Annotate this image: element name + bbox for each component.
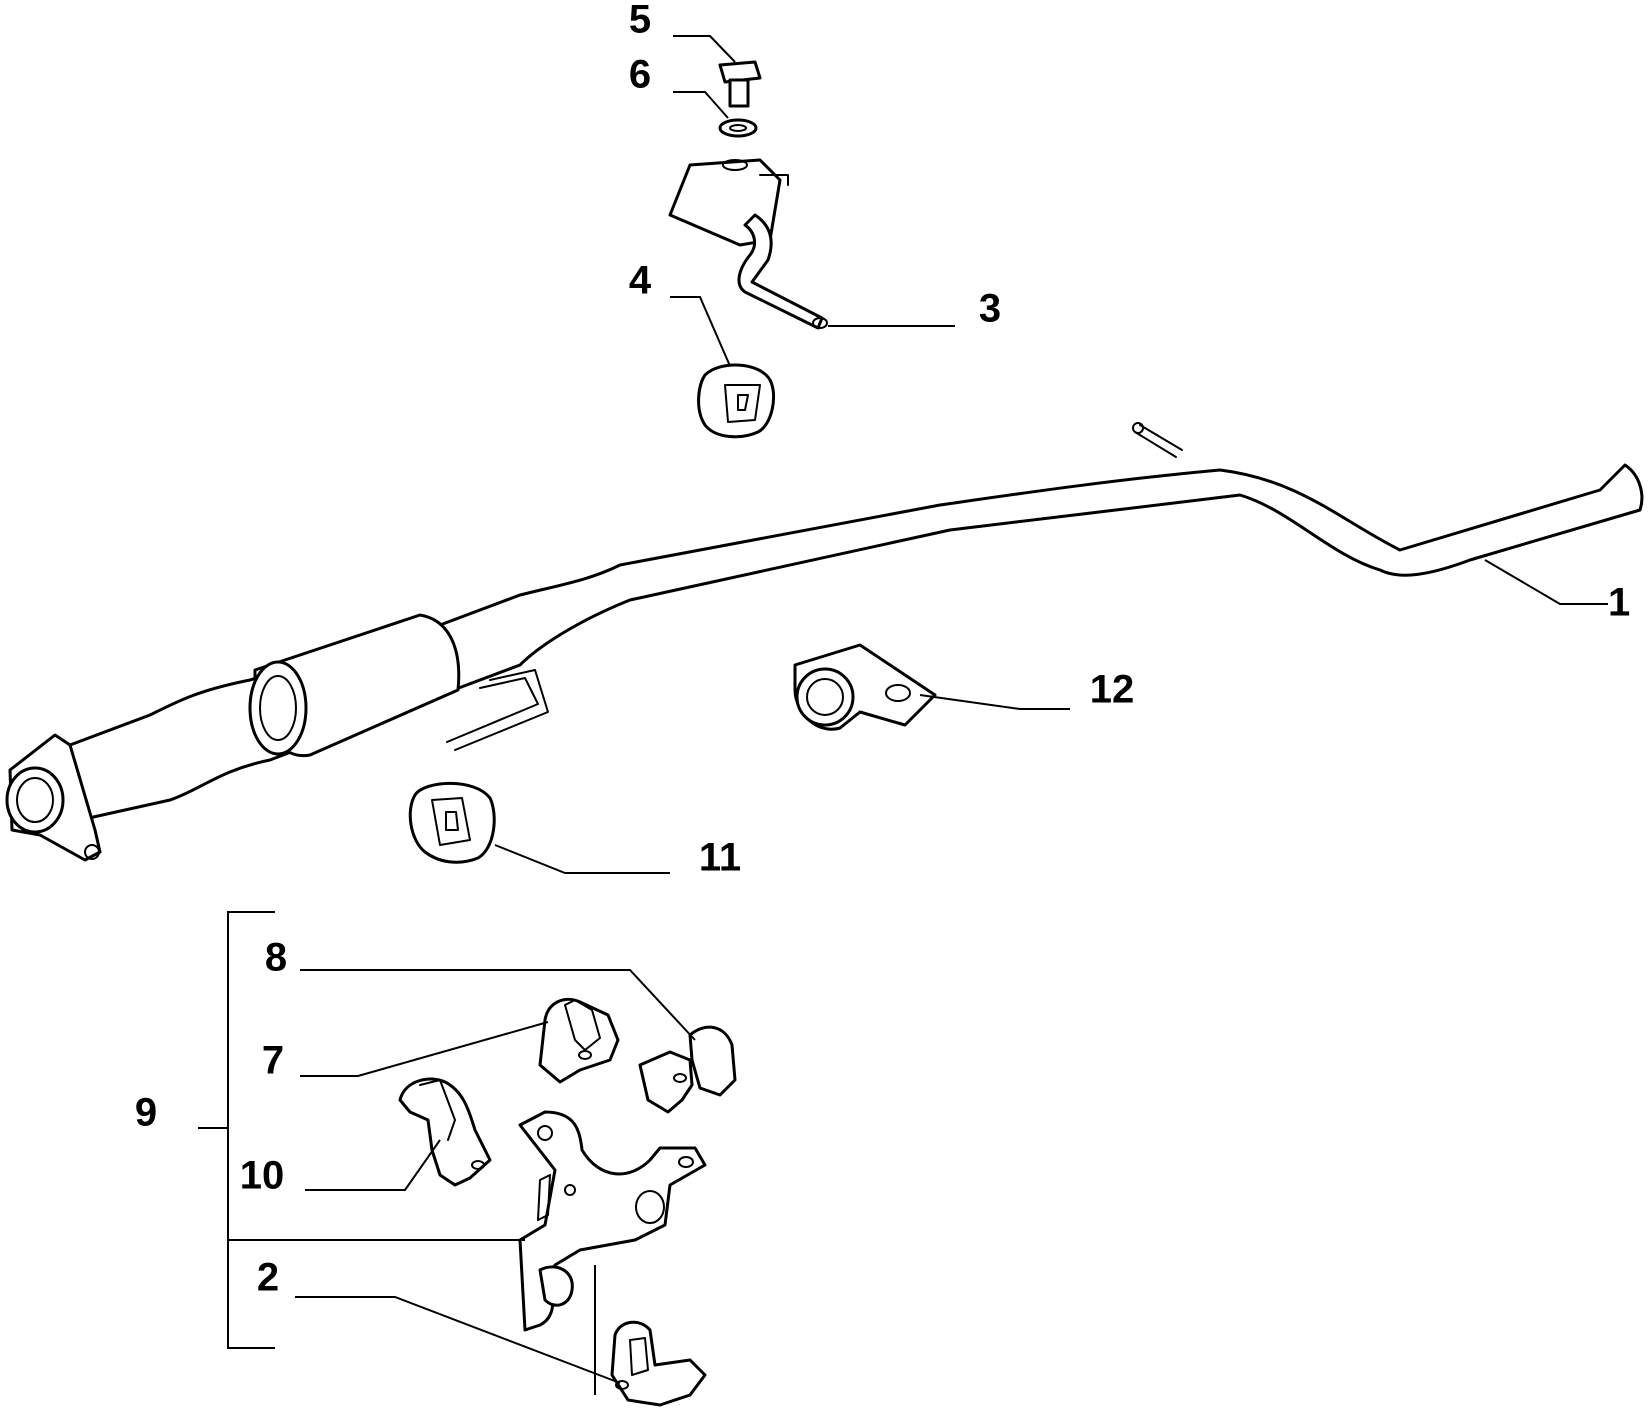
part-6-washer[interactable] [718, 118, 758, 138]
part-2-clip[interactable] [610, 1320, 707, 1407]
leader-5 [673, 35, 736, 63]
callout-9: 9 [135, 1091, 157, 1135]
leader-11 [494, 844, 670, 874]
group-9-bracket-line [227, 911, 275, 1349]
callout-5: 5 [629, 0, 651, 42]
leader-8 [300, 969, 696, 1041]
part-10-clip[interactable] [398, 1077, 492, 1187]
leader-6 [673, 91, 729, 119]
leader-12 [919, 694, 1070, 710]
callout-labels: 1 2 3 4 5 6 7 8 9 10 11 12 [135, 0, 1630, 1300]
part-11-rubber-mount[interactable] [408, 781, 496, 864]
callout-2: 2 [257, 1256, 279, 1300]
part-4-rubber-mount[interactable] [697, 363, 775, 439]
part-1-exhaust-pipe[interactable] [5, 422, 1644, 862]
part-12-clamp[interactable] [793, 643, 937, 731]
leader-2 [295, 1296, 621, 1384]
callout-10: 10 [240, 1154, 285, 1198]
part-9-bracket-assembly[interactable] [518, 1110, 707, 1332]
callout-11: 11 [699, 836, 741, 880]
leader-7 [300, 1021, 549, 1077]
leader-lines [295, 35, 1608, 1395]
leader-1 [1484, 559, 1608, 605]
callout-12: 12 [1090, 668, 1135, 712]
part-5-bolt[interactable] [718, 60, 762, 108]
callout-6: 6 [629, 53, 651, 97]
part-8-clip[interactable] [638, 1025, 737, 1114]
part-3-hanger-bracket[interactable] [668, 158, 828, 330]
callout-1: 1 [1608, 581, 1630, 625]
leader-4 [670, 296, 731, 367]
part-7-clip[interactable] [538, 997, 620, 1084]
callout-4: 4 [629, 259, 652, 303]
leader-10 [305, 1139, 441, 1191]
callout-7: 7 [262, 1039, 284, 1083]
callout-3: 3 [979, 287, 1001, 331]
callout-8: 8 [265, 936, 287, 980]
